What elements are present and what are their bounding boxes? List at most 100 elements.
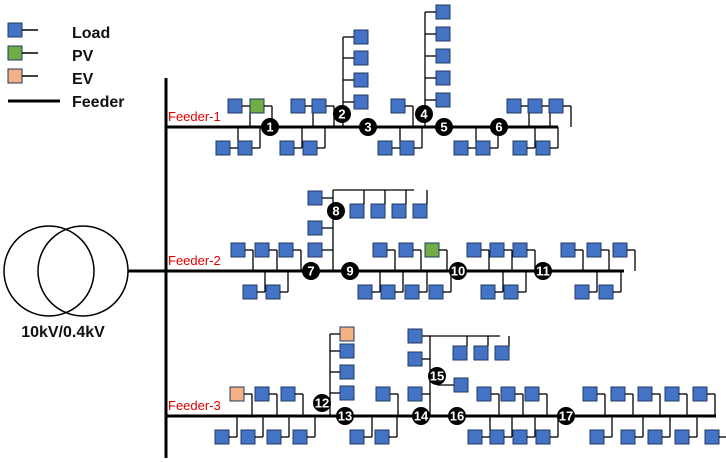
legend-pv-label: PV xyxy=(72,48,94,65)
load-box xyxy=(307,190,323,206)
node-8 xyxy=(327,202,345,220)
node-3 xyxy=(359,118,377,136)
load-box xyxy=(435,4,451,20)
load-box xyxy=(500,386,516,402)
node-1 xyxy=(261,118,279,136)
legend-feeder: Feeder xyxy=(8,94,124,111)
node-12 xyxy=(313,394,331,412)
transformer-label: 10kV/0.4kV xyxy=(21,324,105,341)
load-box xyxy=(370,203,386,219)
load-box xyxy=(279,140,295,156)
load-box xyxy=(339,343,355,359)
load-box xyxy=(692,386,708,402)
node-4 xyxy=(415,105,433,123)
node-15 xyxy=(428,367,446,385)
load-box xyxy=(503,284,519,300)
load-box xyxy=(435,26,451,42)
legend: Load PV EV Feeder xyxy=(7,22,124,111)
node-3-label: 3 xyxy=(364,120,371,135)
load-box xyxy=(506,98,522,114)
load-box xyxy=(307,220,323,236)
load-box xyxy=(548,98,564,114)
load-box xyxy=(375,386,391,402)
node-6 xyxy=(490,118,508,136)
load-box xyxy=(214,429,230,445)
load-box xyxy=(311,98,327,114)
node-10 xyxy=(449,262,467,280)
load-box xyxy=(647,429,663,445)
load-box xyxy=(266,429,282,445)
load-box xyxy=(610,386,626,402)
transformer-primary-winding xyxy=(3,225,95,317)
legend-load: Load xyxy=(7,22,110,42)
legend-ev: EV xyxy=(7,68,94,88)
node-6-label: 6 xyxy=(495,120,502,135)
load-box xyxy=(535,140,551,156)
load-box xyxy=(612,242,628,258)
load-box xyxy=(349,203,365,219)
load-box xyxy=(377,140,393,156)
node-2 xyxy=(333,105,351,123)
load-box xyxy=(374,429,390,445)
node-14-label: 14 xyxy=(414,409,429,424)
load-box xyxy=(254,242,270,258)
load-box xyxy=(390,98,406,114)
load-box xyxy=(357,284,373,300)
node-12-label: 12 xyxy=(315,396,329,411)
pv-box xyxy=(249,98,265,114)
load-box xyxy=(512,140,528,156)
load-box xyxy=(302,140,318,156)
load-box xyxy=(453,140,469,156)
load-box xyxy=(265,284,281,300)
node-17 xyxy=(557,407,575,425)
load-box xyxy=(398,242,414,258)
load-box xyxy=(598,284,614,300)
load-box xyxy=(353,29,369,45)
node-5-label: 5 xyxy=(440,120,447,135)
node-14 xyxy=(412,407,430,425)
legend-pv: PV xyxy=(7,45,94,65)
load-box xyxy=(473,345,489,361)
node-7-label: 7 xyxy=(307,264,314,279)
load-box xyxy=(407,386,423,402)
load-box xyxy=(339,385,355,401)
load-box xyxy=(466,242,482,258)
load-box xyxy=(254,386,270,402)
load-box xyxy=(524,386,540,402)
load-box xyxy=(467,429,483,445)
node-13 xyxy=(336,407,354,425)
load-box xyxy=(307,242,323,258)
load-box xyxy=(574,284,590,300)
load-box xyxy=(372,242,388,258)
node-7 xyxy=(302,262,320,280)
load-box xyxy=(527,98,543,114)
feeder-2-label: Feeder-2 xyxy=(168,253,221,268)
load-box xyxy=(582,386,598,402)
node-16 xyxy=(448,407,466,425)
load-box xyxy=(227,98,243,114)
load-box xyxy=(494,345,510,361)
load-box xyxy=(452,345,468,361)
load-box xyxy=(380,284,396,300)
load-box xyxy=(664,386,680,402)
load-box xyxy=(412,203,428,219)
ev-box xyxy=(229,386,245,402)
load-box xyxy=(292,429,308,445)
load-box xyxy=(237,140,253,156)
loads-layer xyxy=(214,4,726,445)
load-box xyxy=(407,328,423,344)
load-box xyxy=(349,429,365,445)
legend-feeder-label: Feeder xyxy=(72,94,124,111)
load-box xyxy=(242,284,258,300)
load-box xyxy=(353,50,369,66)
load-box xyxy=(535,429,551,445)
load-box xyxy=(704,429,720,445)
load-box xyxy=(489,429,505,445)
transformer: 10kV/0.4kV xyxy=(3,225,129,341)
load-box xyxy=(391,203,407,219)
legend-load-label: Load xyxy=(72,25,110,42)
load-box xyxy=(586,242,602,258)
load-box xyxy=(404,284,420,300)
node-9-label: 9 xyxy=(346,264,353,279)
